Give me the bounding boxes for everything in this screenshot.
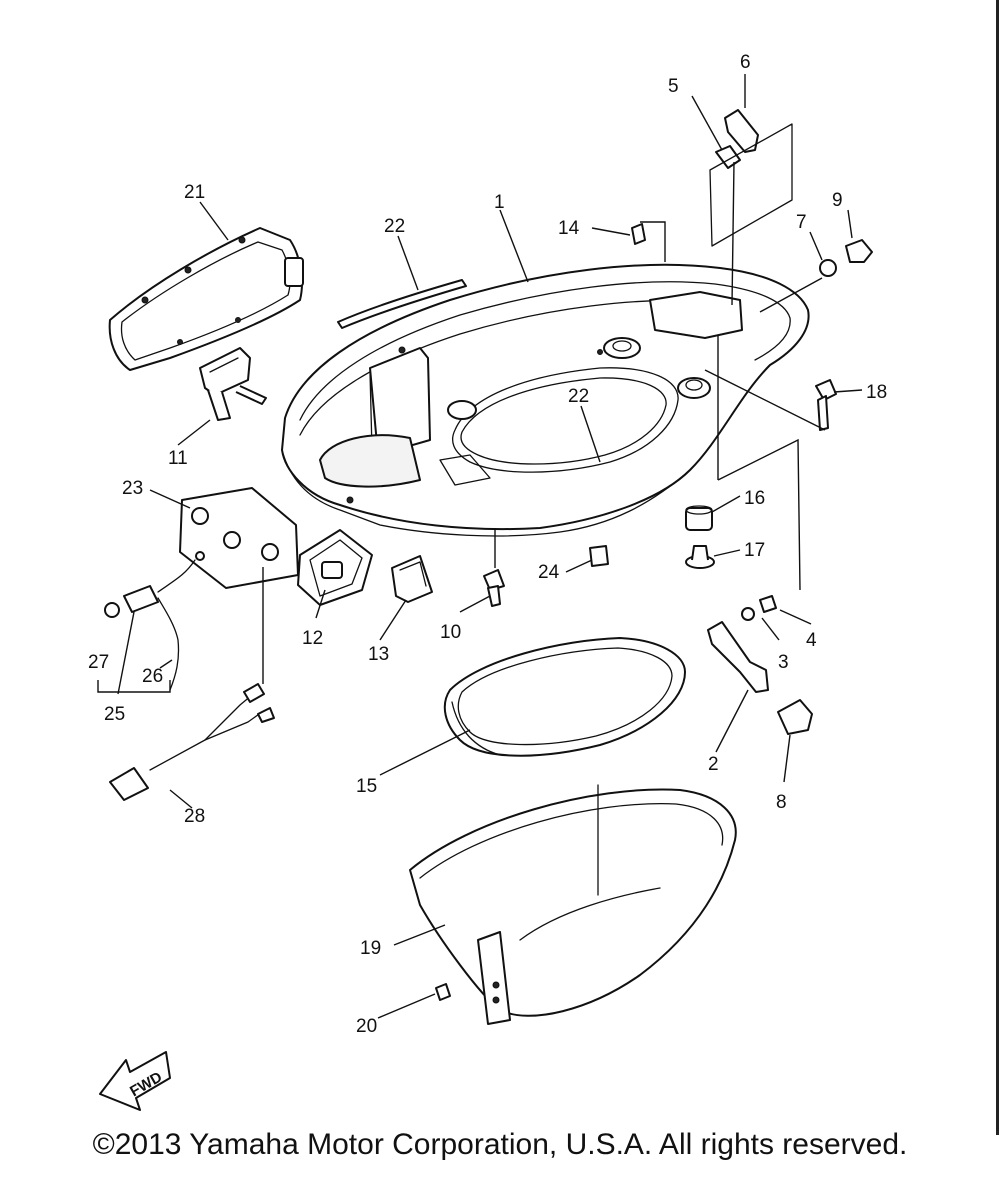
stop-switch-parts — [104, 551, 205, 691]
plate-part — [179, 487, 299, 589]
callout-labels: 6 5 9 7 14 1 21 22 22 18 11 23 16 17 24 … — [88, 52, 887, 1037]
callout-13: 13 — [368, 644, 389, 665]
callout-12: 12 — [302, 628, 323, 649]
callout-16: 16 — [744, 488, 765, 509]
seal-strip-part — [337, 279, 467, 329]
forward-direction-arrow-icon: FWD — [99, 1051, 171, 1111]
callout-2: 2 — [708, 754, 719, 775]
callout-1: 1 — [494, 192, 505, 213]
screw-part-20 — [435, 983, 451, 1001]
bracket-parts — [707, 595, 813, 735]
callout-7: 7 — [796, 212, 807, 233]
clip-part — [709, 109, 793, 306]
switch-part — [297, 529, 373, 606]
label-part — [589, 545, 609, 567]
callout-18: 18 — [866, 382, 887, 403]
wire-lead-part — [109, 567, 275, 801]
callout-3: 3 — [778, 652, 789, 673]
callout-14: 14 — [558, 218, 580, 239]
drain-screw-part — [483, 528, 505, 607]
callout-5: 5 — [668, 76, 679, 97]
callout-24: 24 — [538, 562, 560, 583]
callout-4: 4 — [806, 630, 817, 651]
bottom-cowling — [281, 263, 810, 537]
callout-22-top: 22 — [384, 216, 405, 237]
lower-pan-part — [409, 784, 737, 1025]
callout-6: 6 — [740, 52, 751, 73]
screw-and-nut-parts — [759, 239, 873, 313]
grommet-parts — [685, 335, 801, 591]
callout-20: 20 — [356, 1016, 377, 1037]
callout-25: 25 — [104, 704, 125, 725]
side-cover-part — [108, 227, 304, 371]
callout-8: 8 — [776, 792, 787, 813]
callout-9: 9 — [832, 190, 843, 211]
callout-23: 23 — [122, 478, 143, 499]
callout-28: 28 — [184, 806, 205, 827]
callout-27: 27 — [88, 652, 109, 673]
callout-26: 26 — [142, 666, 163, 687]
bolt-part — [704, 369, 837, 431]
callout-19: 19 — [360, 938, 381, 959]
callout-10: 10 — [440, 622, 461, 643]
callout-17: 17 — [744, 540, 765, 561]
callout-11: 11 — [168, 448, 188, 469]
callout-15: 15 — [356, 776, 377, 797]
gasket-part — [443, 637, 686, 757]
right-border-rule — [996, 0, 999, 1135]
cover-part — [391, 555, 433, 603]
copyright-notice: ©2013 Yamaha Motor Corporation, U.S.A. A… — [92, 1128, 908, 1161]
lock-lever-part — [199, 347, 267, 421]
leader-lines — [97, 74, 863, 1019]
screw-part — [631, 221, 666, 262]
callout-21: 21 — [184, 182, 205, 203]
callout-22-inner: 22 — [568, 386, 589, 407]
